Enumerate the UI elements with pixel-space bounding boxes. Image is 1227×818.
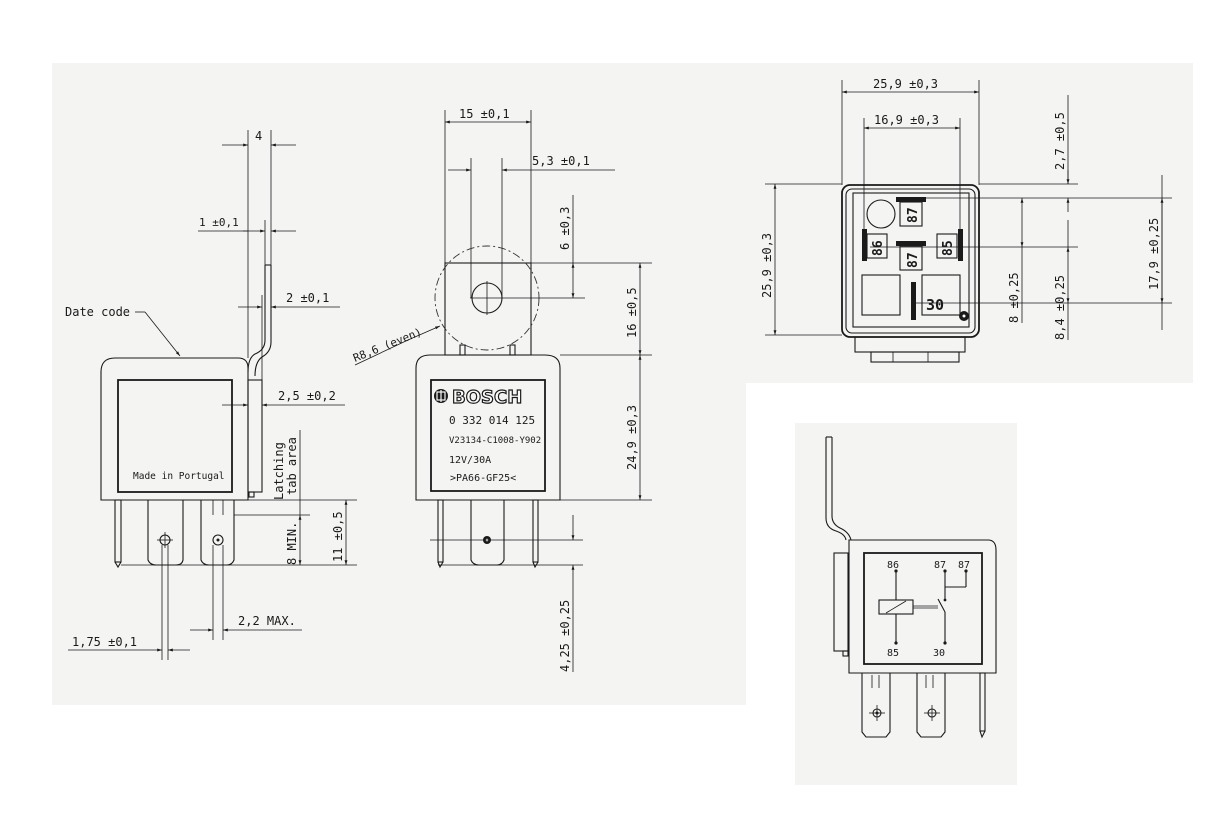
bosch-label-area (430, 379, 546, 492)
schematic-label-area (863, 552, 983, 665)
schematic-body (848, 539, 997, 674)
front-view: BOSCH 0 332 014 125 V23134-C1008-Y902 12… (351, 107, 652, 672)
switch-contact-icon (937, 598, 946, 613)
dim-17-9: 17,9 ±0,25 (1147, 218, 1161, 290)
svg-text:30: 30 (926, 296, 944, 314)
brand-text: BOSCH (452, 387, 522, 408)
schematic-mounting-tab (825, 437, 847, 541)
blade-terminal-2 (200, 500, 235, 566)
dim-8: 8 ±0,25 (1007, 272, 1021, 323)
part-code: V23134-C1008-Y902 (449, 436, 541, 446)
terminal-87a: 87 (896, 241, 926, 271)
made-in-label: Made in Portugal (133, 471, 225, 482)
pin-label-87a: 87 (934, 560, 946, 571)
dim-bracket-width: 15 ±0,1 (459, 107, 510, 121)
dim-slot-width: 5,3 ±0,1 (532, 154, 590, 168)
pin-label-30: 30 (933, 648, 945, 659)
terminal-86: 86 (862, 229, 888, 261)
dim-tab-offset: 2 ±0,1 (286, 291, 329, 305)
side-view: 4 1 ±0,1 2 ±0,1 2,5 ±0,2 Date code Made … (65, 129, 357, 660)
rating: 12V/30A (449, 455, 491, 466)
front-blade-terminal (470, 500, 505, 566)
date-code-label: Date code (65, 305, 130, 319)
schematic-blade-2 (916, 673, 946, 738)
front-body-outline (415, 354, 561, 501)
latching-label-1: Latching (272, 442, 286, 500)
schematic-view: 86 87 87 85 30 (825, 436, 997, 739)
part-number: 0 332 014 125 (449, 414, 535, 427)
dim-pin-length: 11 ±0,5 (331, 511, 345, 562)
dim-pin-max-width: 2,2 MAX. (238, 614, 296, 628)
pin-label-87b: 87 (958, 560, 970, 571)
svg-text:87: 87 (906, 207, 921, 223)
svg-text:86: 86 (871, 240, 886, 256)
top-view: 87 86 87 85 30 25,9 ±0,3 (760, 77, 1172, 363)
relay-body-outline (100, 357, 249, 501)
dim-8-4: 8,4 ±0,25 (1053, 275, 1067, 340)
blade-terminal-1 (147, 500, 184, 566)
terminal-87-top: 87 (896, 197, 926, 227)
dim-tab-thickness: 1 ±0,1 (199, 216, 239, 229)
dim-top-offset: 2,7 ±0,5 (1053, 112, 1067, 170)
latching-label-2: tab area (285, 437, 299, 495)
dim-pin-min: 8 MIN. (285, 522, 299, 565)
dim-radius: R8,6 (even) (351, 325, 423, 364)
dim-tab-spacing: 2,5 ±0,2 (278, 389, 336, 403)
dim-outer-width: 25,9 ±0,3 (873, 77, 938, 91)
dim-body-height: 24,9 ±0,3 (625, 405, 639, 470)
bosch-logo-icon (434, 389, 448, 403)
svg-text:87: 87 (906, 252, 921, 268)
dim-hole-dia: 1,75 ±0,1 (72, 635, 137, 649)
terminal-30: 30 (911, 282, 944, 320)
mounting-tab (247, 265, 266, 373)
dim-height: 25,9 ±0,3 (760, 233, 774, 298)
pin-label-85: 85 (887, 648, 899, 659)
dim-bracket-height: 16 ±0,5 (625, 287, 639, 338)
schematic-blade-1 (861, 673, 891, 738)
latching-tab (247, 379, 263, 493)
pin-label-86: 86 (887, 560, 899, 571)
dim-inner-width: 16,9 ±0,3 (874, 113, 939, 127)
coil-icon (878, 599, 914, 615)
dim-pin-offset: 4,25 ±0,25 (558, 600, 572, 672)
material: >PA66-GF25< (450, 473, 516, 484)
svg-text:85: 85 (941, 240, 956, 256)
dim-hole-offset: 6 ±0,3 (558, 207, 572, 250)
label-area (117, 379, 233, 493)
dim-tab-width: 4 (255, 129, 262, 143)
terminal-85: 85 (936, 229, 963, 261)
